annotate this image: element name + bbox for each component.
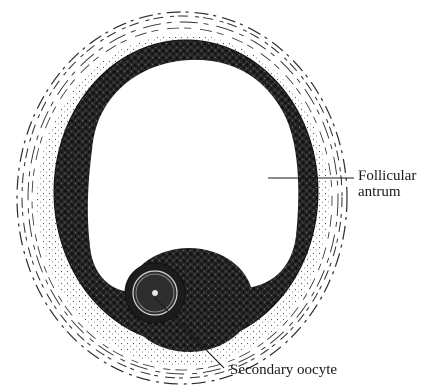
oocyte-nucleus: [152, 290, 158, 296]
secondary-oocyte-label: Secondary oocyte: [230, 362, 337, 378]
follicular-antrum-label-line-1: Follicular: [358, 168, 416, 184]
follicular-antrum-label: Follicular antrum: [358, 168, 416, 200]
follicular-antrum-label-line-2: antrum: [358, 184, 416, 200]
